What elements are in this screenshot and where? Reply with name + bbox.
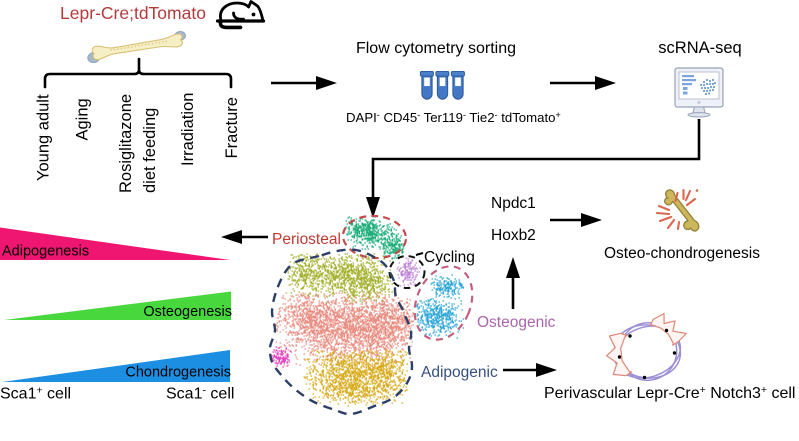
svg-text:DAPI- CD45- Ter119- Tie2- tdTo: DAPI- CD45- Ter119- Tie2- tdTomato+ <box>346 110 561 125</box>
svg-text:Chondrogenesis: Chondrogenesis <box>125 365 231 381</box>
svg-text:Npdc1: Npdc1 <box>491 195 536 212</box>
svg-text:Hoxb2: Hoxb2 <box>491 227 536 244</box>
svg-text:Periosteal: Periosteal <box>272 231 341 248</box>
svg-text:Perivascular Lepr-Cre+ Notch3+: Perivascular Lepr-Cre+ Notch3+ cell <box>544 384 795 402</box>
svg-text:Irradiation: Irradiation <box>179 93 197 166</box>
svg-text:Fracture: Fracture <box>223 97 241 158</box>
svg-text:Cycling: Cycling <box>424 249 475 266</box>
svg-text:Sca1- cell: Sca1- cell <box>166 385 234 403</box>
svg-text:Lepr-Cre;tdTomato: Lepr-Cre;tdTomato <box>60 3 206 23</box>
svg-text:scRNA-seq: scRNA-seq <box>658 39 741 57</box>
svg-text:Osteogenic: Osteogenic <box>477 314 556 331</box>
svg-text:Young adult: Young adult <box>35 94 53 181</box>
svg-text:diet feeding: diet feeding <box>141 108 159 193</box>
svg-text:Osteogenesis: Osteogenesis <box>143 304 232 320</box>
svg-text:Sca1+ cell: Sca1+ cell <box>0 385 71 403</box>
svg-text:Adipogenesis: Adipogenesis <box>2 244 89 260</box>
svg-text:Rosiglitazone: Rosiglitazone <box>117 94 135 193</box>
svg-text:Aging: Aging <box>74 98 92 140</box>
svg-text:Osteo-chondrogenesis: Osteo-chondrogenesis <box>604 245 760 262</box>
svg-text:Adipogenic: Adipogenic <box>421 364 498 381</box>
svg-text:Flow cytometry sorting: Flow cytometry sorting <box>356 40 516 57</box>
